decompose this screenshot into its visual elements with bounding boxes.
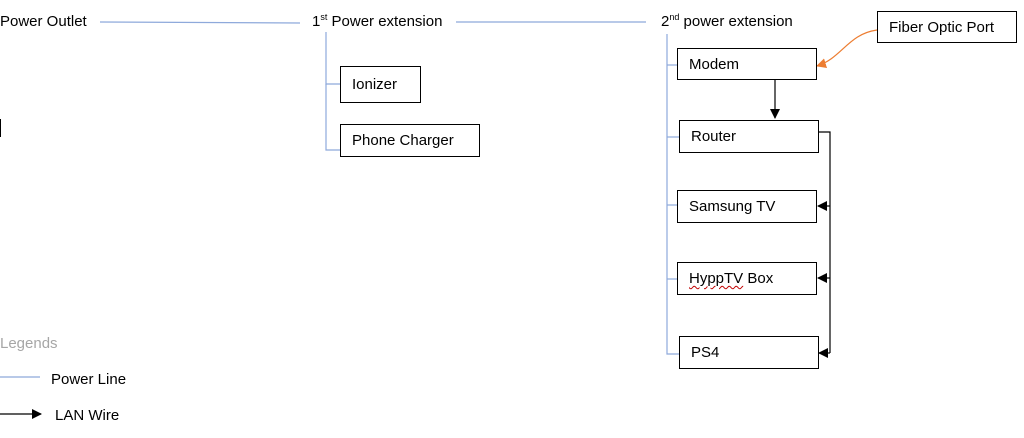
ext1-ordinal: st [320, 12, 328, 22]
ps4-label: PS4 [691, 344, 720, 361]
samsung-tv-label: Samsung TV [689, 198, 776, 215]
hypptv-spellcheck-word: HyppTV [689, 270, 744, 287]
power-outlet-label: Power Outlet [0, 13, 87, 31]
ext2-ordinal: nd [669, 12, 680, 22]
power-line-outlet-ext1 [99, 21, 301, 24]
ext1-text: Power extension [327, 13, 443, 30]
fiber-optic-port-label: Fiber Optic Port [889, 18, 995, 36]
lan-router-bus [818, 131, 831, 353]
ps4-box: PS4 [679, 336, 819, 369]
ext1-number: 1 [312, 13, 321, 30]
ionizer-box: Ionizer [340, 66, 421, 103]
legend-title: Legends [0, 335, 58, 353]
text-cursor [0, 119, 1, 137]
hypptv-box: HyppTV Box [677, 262, 817, 295]
modem-label: Modem [689, 55, 740, 73]
lan-wires [0, 80, 831, 419]
fiber-optic-port-box: Fiber Optic Port [877, 11, 1017, 43]
power-line-phone-charger [325, 84, 340, 151]
power-extension-2-label: 2nd power extension [661, 13, 793, 31]
phone-charger-box: Phone Charger [340, 124, 480, 157]
legend-lan-wire: LAN Wire [55, 407, 119, 425]
power-extension-1-label: 1st Power extension [312, 13, 442, 31]
legend-power-line-text: Power Line [51, 371, 127, 388]
power-outlet-text: Power Outlet [0, 13, 87, 30]
modem-box: Modem [677, 48, 817, 80]
router-box: Router [679, 120, 819, 153]
legend-lan-wire-text: LAN Wire [55, 407, 120, 424]
phone-charger-label: Phone Charger [352, 132, 454, 149]
samsung-tv-box: Samsung TV [677, 190, 817, 223]
legend-power-line: Power Line [51, 371, 126, 389]
fiber-link [816, 29, 878, 69]
power-lines [0, 21, 679, 378]
legend-title-text: Legends [0, 335, 58, 352]
hypptv-box-word: Box [743, 270, 774, 287]
ionizer-label: Ionizer [352, 76, 398, 93]
router-label: Router [691, 128, 737, 145]
ext2-text: power extension [679, 13, 793, 30]
power-line-ionizer [325, 32, 340, 85]
ext2-number: 2 [661, 13, 670, 30]
power-line-ext2-trunk [666, 34, 679, 355]
